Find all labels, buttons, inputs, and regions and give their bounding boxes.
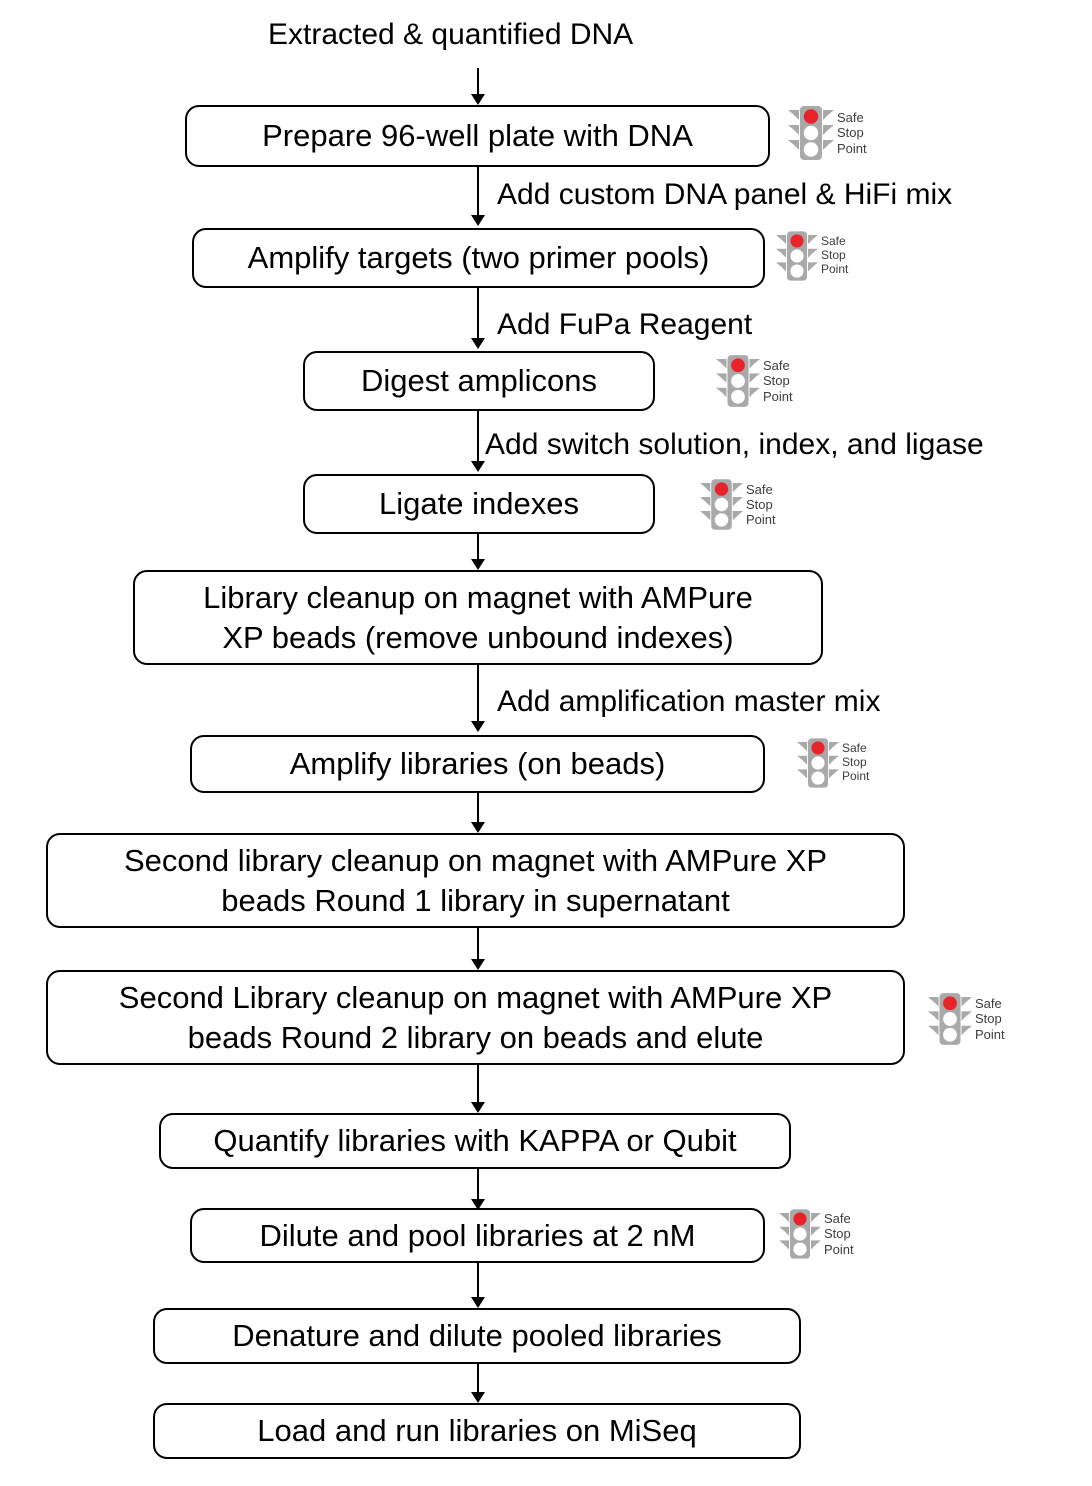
- safe-stop-line-2: Stop: [842, 755, 867, 770]
- safe-stop-line-3: Point: [837, 140, 867, 156]
- safe-stop-line-2: Stop: [975, 1011, 1002, 1027]
- start-caption: Extracted & quantified DNA: [268, 18, 634, 51]
- node-step-10[interactable]: Dilute and pool libraries at 2 nM: [190, 1208, 765, 1263]
- safe-stop-line-3: Point: [821, 261, 849, 276]
- safe-stop-line-2: Stop: [824, 1226, 851, 1242]
- traffic-light-icon: [700, 477, 743, 532]
- safe-stop-line-3: Point: [763, 388, 793, 404]
- edge-label-1: Add custom DNA panel & HiFi mix: [497, 178, 953, 211]
- safe-stop-line-1: Safe: [746, 481, 773, 497]
- node-step-3[interactable]: Digest amplicons: [303, 351, 655, 411]
- safe-stop-point-step-8: Safe Stop Point: [928, 991, 1005, 1047]
- node-step-4[interactable]: Ligate indexes: [303, 474, 655, 534]
- safe-stop-line-2: Stop: [746, 496, 773, 512]
- traffic-light-icon: [928, 991, 972, 1047]
- safe-stop-point-step-3: Safe Stop Point: [716, 353, 793, 409]
- node-step-11[interactable]: Denature and dilute pooled libraries: [153, 1308, 801, 1364]
- safe-stop-line-3: Point: [842, 768, 870, 783]
- traffic-light-icon: [776, 229, 818, 283]
- safe-stop-line-1: Safe: [763, 358, 790, 374]
- safe-stop-point-step-1: Safe Stop Point: [788, 104, 867, 162]
- node-step-9[interactable]: Quantify libraries with KAPPA or Qubit: [159, 1113, 791, 1169]
- safe-stop-line-2: Stop: [837, 125, 864, 141]
- node-step-8[interactable]: Second Library cleanup on magnet with AM…: [46, 970, 905, 1065]
- safe-stop-line-1: Safe: [837, 110, 864, 126]
- safe-stop-point-step-4: Safe Stop Point: [700, 477, 776, 532]
- traffic-light-icon: [779, 1207, 821, 1261]
- safe-stop-line-2: Stop: [763, 373, 790, 389]
- safe-stop-line-1: Safe: [842, 741, 867, 756]
- safe-stop-point-step-10: Safe Stop Point: [779, 1207, 854, 1261]
- node-step-7[interactable]: Second library cleanup on magnet with AM…: [46, 833, 905, 928]
- safe-stop-line-1: Safe: [824, 1211, 851, 1227]
- edge-label-3: Add switch solution, index, and ligase: [485, 428, 984, 461]
- edge-label-2: Add FuPa Reagent: [497, 308, 753, 341]
- traffic-light-icon: [716, 353, 760, 409]
- safe-stop-line-3: Point: [824, 1241, 854, 1257]
- traffic-light-icon: [788, 104, 834, 162]
- safe-stop-line-3: Point: [746, 512, 776, 528]
- safe-stop-line-3: Point: [975, 1026, 1005, 1042]
- safe-stop-point-step-2: Safe Stop Point: [776, 229, 848, 283]
- node-step-1[interactable]: Prepare 96-well plate with DNA: [185, 105, 770, 167]
- safe-stop-line-2: Stop: [821, 248, 846, 263]
- safe-stop-line-1: Safe: [821, 234, 846, 249]
- node-step-12[interactable]: Load and run libraries on MiSeq: [153, 1403, 801, 1459]
- safe-stop-line-1: Safe: [975, 996, 1002, 1012]
- node-step-2[interactable]: Amplify targets (two primer pools): [192, 228, 765, 288]
- edge-label-4: Add amplification master mix: [497, 685, 881, 718]
- node-step-5[interactable]: Library cleanup on magnet with AMPure XP…: [133, 570, 823, 665]
- node-step-6[interactable]: Amplify libraries (on beads): [190, 735, 765, 793]
- traffic-light-icon: [797, 736, 839, 790]
- safe-stop-point-step-6: Safe Stop Point: [797, 736, 869, 790]
